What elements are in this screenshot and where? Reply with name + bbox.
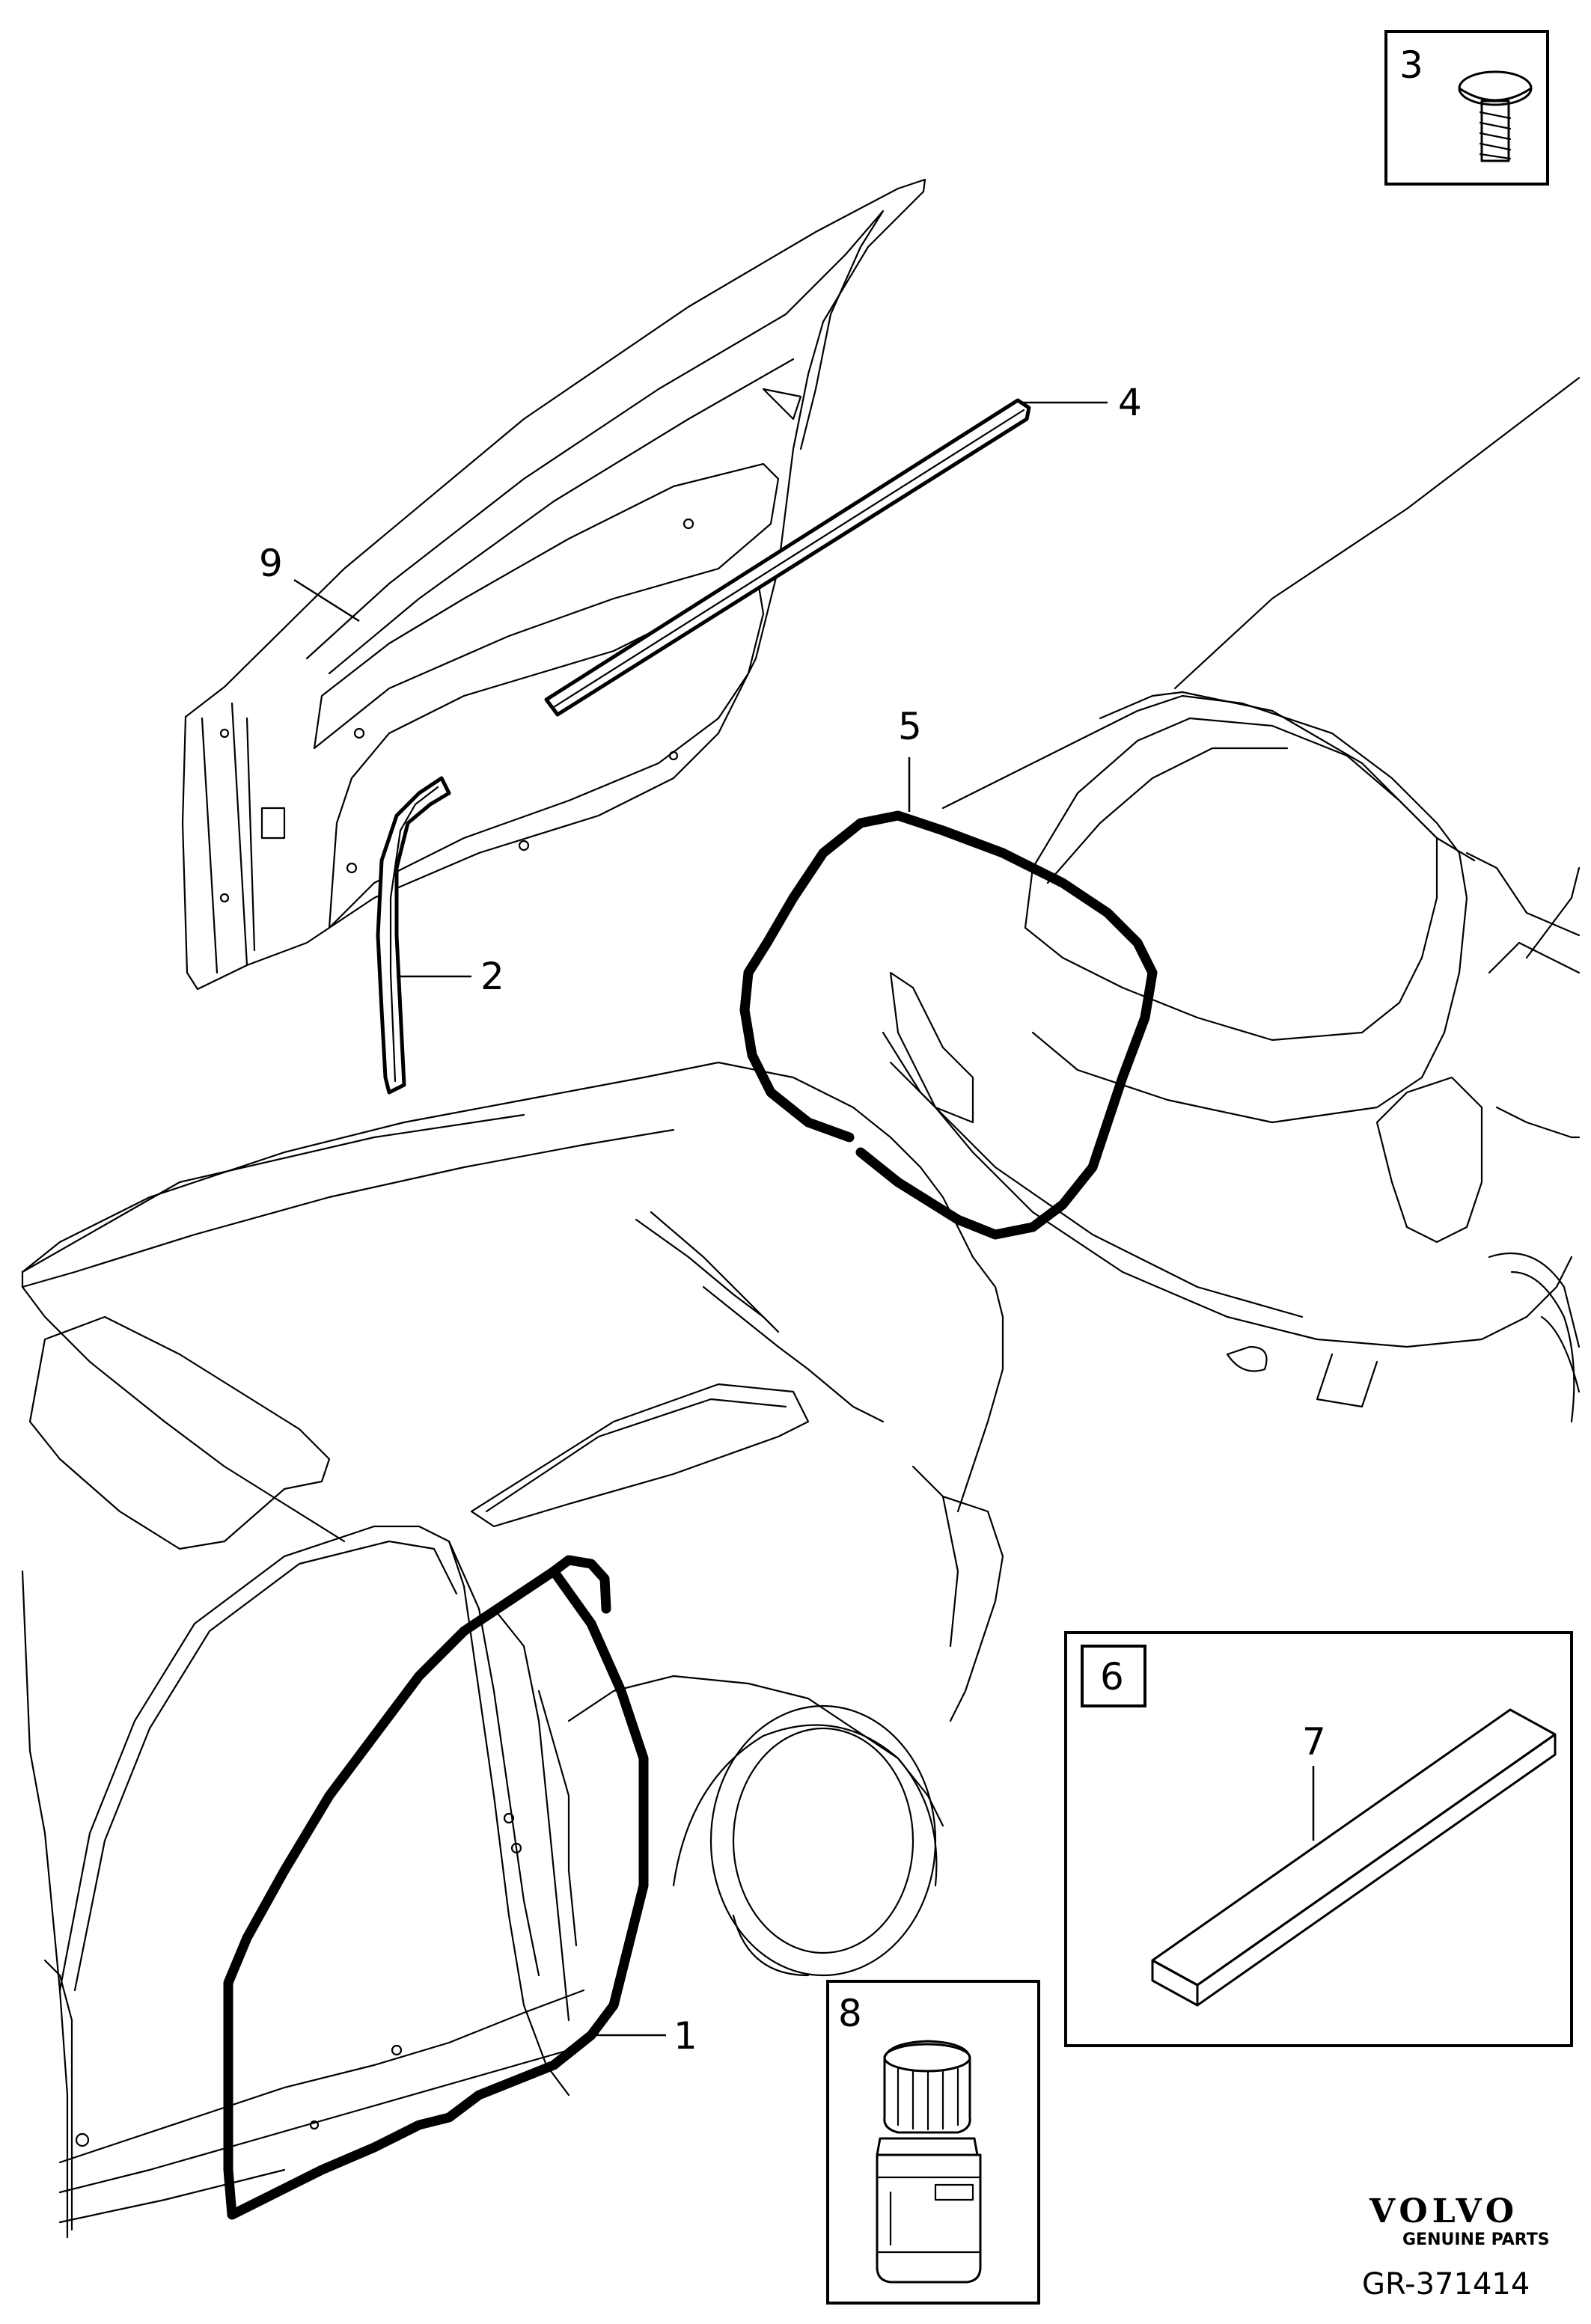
part-1-door-opening-seal xyxy=(223,1555,649,2220)
part-3-box: 3 xyxy=(1384,30,1549,186)
callout-9: 9 xyxy=(259,542,283,585)
callout-6: 6 xyxy=(1100,1655,1124,1698)
part-6-box: 6 xyxy=(1064,1631,1573,2047)
part-8-box: 8 xyxy=(826,1980,1040,2305)
rear-car-illustration xyxy=(882,376,1581,1423)
part-5-tailgate-seal xyxy=(739,810,1158,1240)
brand-block: VOLVO GENUINE PARTS GR-371414 xyxy=(1362,2192,1550,2302)
volvo-logo: VOLVO xyxy=(1369,2192,1518,2230)
callout-5: 5 xyxy=(898,705,922,748)
side-car-illustration xyxy=(21,1061,1004,2239)
callout-8: 8 xyxy=(838,1992,862,2035)
part-4-belt-seal xyxy=(544,398,1031,717)
clip-icon xyxy=(1458,70,1533,162)
callout-2: 2 xyxy=(480,955,504,998)
callout-1: 1 xyxy=(674,2014,697,2058)
callout-3: 3 xyxy=(1399,43,1423,87)
callout-7: 7 xyxy=(1302,1720,1326,1764)
front-door-illustration xyxy=(181,178,926,991)
callouts: 1 2 4 5 7 9 xyxy=(259,381,1326,2058)
adhesive-bottle-icon xyxy=(876,2040,982,2284)
part-2-door-seal xyxy=(376,776,451,1095)
callout-4: 4 xyxy=(1118,381,1142,424)
diagram-reference: GR-371414 xyxy=(1362,2267,1530,2302)
sponge-strip-icon xyxy=(1151,1708,1557,2007)
genuine-parts-label: GENUINE PARTS xyxy=(1402,2230,1550,2249)
